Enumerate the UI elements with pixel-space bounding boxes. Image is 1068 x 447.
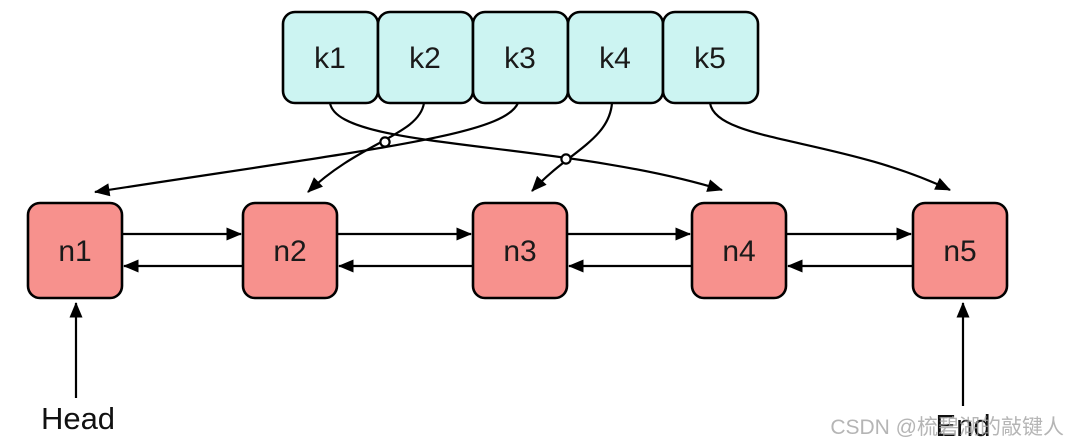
node-label-n5: n5 — [943, 235, 976, 268]
node-row: n1 n2 n3 n4 n5 — [26, 201, 1009, 300]
key-label-k1: k1 — [314, 42, 346, 75]
watermark: CSDN @梳碧湖的敲键人 — [830, 416, 1064, 439]
head-label: Head — [41, 401, 115, 436]
key-row: k1 k2 k3 k4 k5 — [281, 10, 760, 105]
node-box-n3 — [471, 201, 569, 300]
key-label-k5: k5 — [694, 42, 726, 75]
arrow-k5-to-n5 — [708, 102, 951, 191]
line-crossing-hop — [560, 153, 572, 165]
arrow-k3-to-n1 — [94, 102, 520, 197]
node-box-n4 — [690, 201, 788, 300]
node-label-n4: n4 — [722, 235, 755, 268]
line-crossing-hop — [379, 136, 391, 148]
arrow-k4-to-n3 — [531, 102, 614, 192]
node-box-n5 — [911, 201, 1009, 300]
node-label-n1: n1 — [58, 235, 91, 268]
node-box-n2 — [241, 201, 339, 300]
node-label-n2: n2 — [273, 235, 306, 268]
key-label-k3: k3 — [504, 42, 536, 75]
key-label-k2: k2 — [409, 42, 441, 75]
arrow-k2-to-n2 — [307, 102, 426, 193]
end-label: End — [935, 408, 990, 443]
key-label-k4: k4 — [599, 42, 631, 75]
key-box-k5 — [661, 10, 760, 105]
node-box-n1 — [26, 201, 124, 300]
arrow-k1-to-n4 — [328, 102, 723, 192]
node-label-n3: n3 — [503, 235, 536, 268]
